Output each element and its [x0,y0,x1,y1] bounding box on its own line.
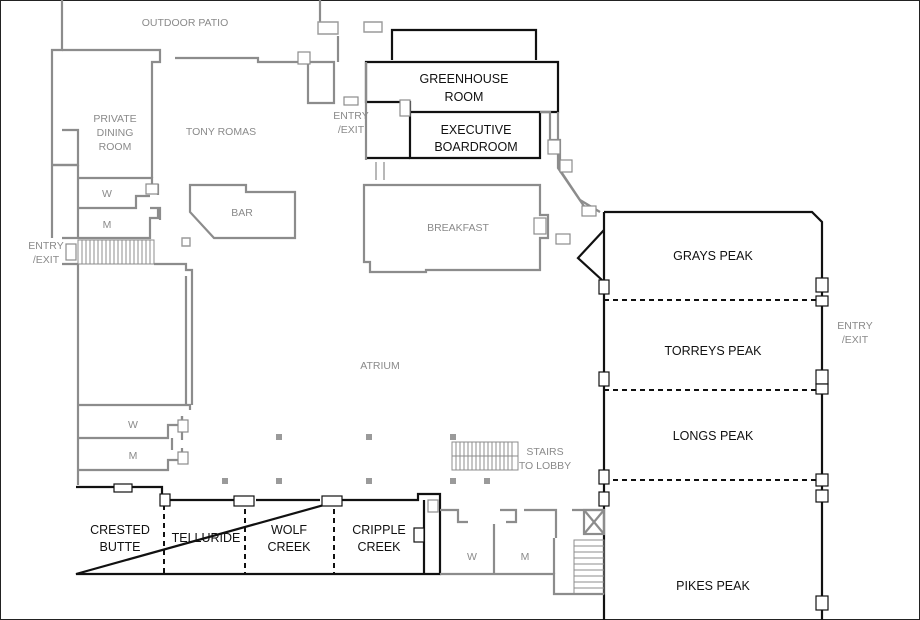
crested-butte-label-line1: CRESTED [90,523,150,537]
wolf-creek-label-line1: WOLF [271,523,307,537]
west-wing-walls [50,0,383,485]
grays-peak-label: GRAYS PEAK [673,249,753,263]
light-doors [65,51,597,513]
torreys-peak-label: TORREYS PEAK [664,344,762,358]
private-dining-label-line2: DINING [97,127,134,139]
outdoor-patio-label: OUTDOOR PATIO [142,17,229,29]
entry-exit-right-label-line1: ENTRY [837,320,872,332]
lower-restroom-walls [440,508,606,596]
entry-exit-right-label-line2: /EXIT [842,334,869,346]
atrium-pillars [222,434,490,484]
pikes-peak-label: PIKES PEAK [676,579,750,593]
peaks-ballroom-walls [576,210,824,620]
east-corridor-inner-wall [556,112,591,216]
left-entry-stairs [77,239,155,265]
stairs-to-lobby [451,441,519,471]
breakfast-walls [362,183,550,274]
restroom-w-upper-label: W [102,188,112,200]
restroom-m-lower-label: M [521,551,530,563]
entry-exit-top-label-line2: /EXIT [338,124,365,136]
executive-boardroom-label-line2: BOARDROOM [434,140,517,154]
corridor-door [375,162,385,180]
restroom-w-lower-label: W [467,551,477,563]
restroom-m-mid-label: M [129,450,138,462]
entry-exit-top-label-line1: ENTRY [333,110,368,122]
executive-boardroom-walls [366,112,542,160]
stairs-label-line2: TO LOBBY [519,460,571,472]
entry-exit-left-label-line1: ENTRY [28,240,63,252]
greenhouse-room-label-line2: ROOM [445,90,484,104]
tony-romas-label: TONY ROMAS [186,126,256,138]
south-rooms-doors [113,483,425,543]
bar-label: BAR [231,207,253,219]
restroom-w-mid-label: W [128,419,138,431]
executive-boardroom-label-line1: EXECUTIVE [441,123,512,137]
wolf-creek-label-line2: CREEK [267,540,311,554]
telluride-label: TELLURIDE [172,531,241,545]
private-dining-label-line3: ROOM [99,141,132,153]
entry-exit-left-label-line2: /EXIT [33,254,60,266]
crested-butte-label-line2: BUTTE [100,540,141,554]
greenhouse-room-label-line1: GREENHOUSE [420,72,509,86]
longs-peak-label: LONGS PEAK [673,429,754,443]
cripple-creek-label-line2: CREEK [357,540,401,554]
breakfast-label: BREAKFAST [427,222,489,234]
atrium-label: ATRIUM [360,360,399,372]
peaks-doors [598,277,829,611]
cripple-creek-label-line1: CRIPPLE [352,523,406,537]
stairs-label-line1: STAIRS [526,446,563,458]
restroom-m-upper-label: M [103,219,112,231]
private-dining-label-line1: PRIVATE [93,113,136,125]
room-labels: OUTDOOR PATIO GREENHOUSE ROOM PRIVATE DI… [28,17,872,593]
